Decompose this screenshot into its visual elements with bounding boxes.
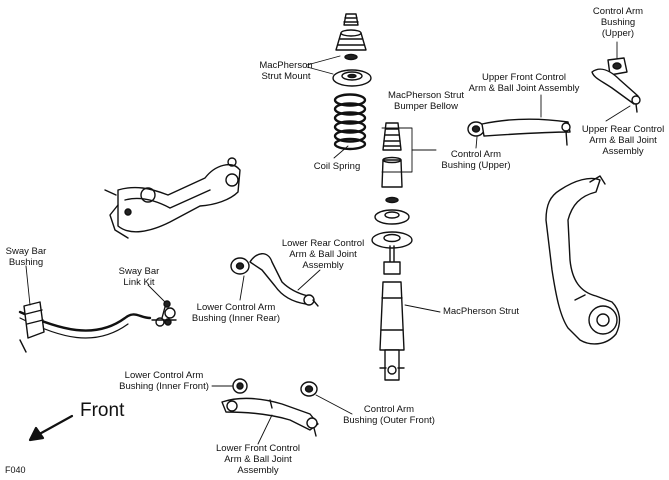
strut-mount-drawing <box>332 13 372 87</box>
upper-control-arm-drawing <box>467 118 571 146</box>
label-control-arm-bushing-upper-top: Control Arm Bushing (Upper) <box>592 6 644 39</box>
label-lower-rear-control-arm: Lower Rear Control Arm & Ball Joint Asse… <box>281 238 365 271</box>
front-direction-label: Front <box>80 400 125 421</box>
label-upper-rear-control-arm: Upper Rear Control Arm & Ball Joint Asse… <box>581 124 665 157</box>
strut-drawing <box>371 196 413 381</box>
label-sway-bar-bushing: Sway Bar Bushing <box>5 246 47 268</box>
leader-lines <box>25 41 631 445</box>
steering-knuckle-drawing <box>545 175 621 345</box>
label-control-arm-bushing-outer-front: Control Arm Bushing (Outer Front) <box>343 404 435 426</box>
label-upper-front-control-arm: Upper Front Control Arm & Ball Joint Ass… <box>468 72 580 94</box>
bumper-bellow-drawing <box>381 122 403 188</box>
label-coil-spring: Coil Spring <box>313 161 361 172</box>
sway-bar-link-drawing <box>151 300 177 327</box>
label-lower-front-control-arm: Lower Front Control Arm & Ball Joint Ass… <box>216 443 300 476</box>
label-control-arm-bushing-upper-mid: Control Arm Bushing (Upper) <box>441 149 511 171</box>
label-macpherson-strut: MacPherson Strut <box>442 306 520 317</box>
figure-code: F040 <box>5 465 26 475</box>
label-sway-bar-link-kit: Sway Bar Link Kit <box>118 266 160 288</box>
front-arrow-icon <box>28 414 74 442</box>
label-lower-control-arm-bushing-inner-rear: Lower Control Arm Bushing (Inner Rear) <box>191 302 281 324</box>
label-macpherson-strut-mount: MacPherson Strut Mount <box>259 60 313 82</box>
lower-front-control-arm-drawing <box>221 378 319 437</box>
upper-rear-control-arm-drawing <box>591 57 641 113</box>
coil-spring-drawing <box>333 93 367 151</box>
label-bumper-bellow: MacPherson Strut Bumper Bellow <box>387 90 465 112</box>
lower-rear-control-arm-drawing <box>230 253 319 307</box>
chassis-member-drawing <box>104 157 241 239</box>
label-lower-control-arm-bushing-inner-front: Lower Control Arm Bushing (Inner Front) <box>119 370 209 392</box>
sway-bar-drawing <box>18 301 152 353</box>
